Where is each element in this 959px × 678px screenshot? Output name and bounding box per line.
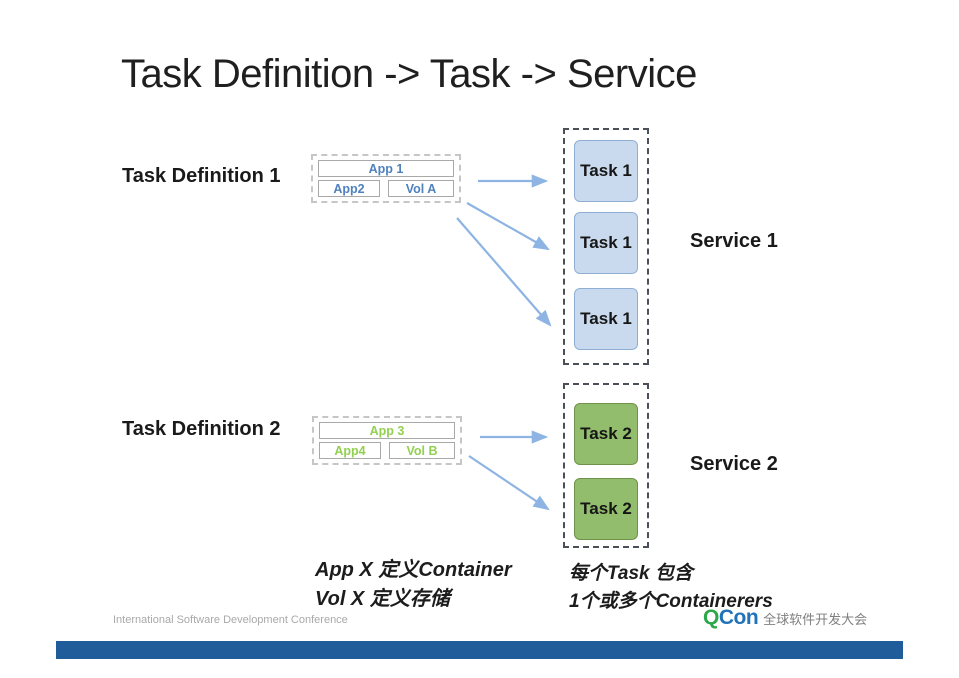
annotation-right-line1: 每个Task 包含 [569, 563, 693, 584]
arrow-def1-task1c [456, 217, 552, 327]
footer-bar [56, 641, 903, 659]
service-1-label: Service 1 [690, 230, 778, 252]
def2-row-bottom: App4 Vol B [319, 442, 455, 459]
annotation-right-line2: 1个或多个Containerers [569, 591, 773, 612]
task-definition-1-box: App 1 App2 Vol A [311, 154, 461, 203]
vol-a-chip: Vol A [388, 180, 454, 197]
task-2-box: Task 2 [574, 403, 638, 465]
task-1-box: Task 1 [574, 288, 638, 350]
task-definition-2-label: Task Definition 2 [122, 418, 281, 440]
app1-chip: App 1 [318, 160, 454, 177]
vol-b-chip: Vol B [389, 442, 455, 459]
app2-chip: App2 [318, 180, 380, 197]
qcon-logo-wordmark: QCon [703, 606, 759, 630]
annotation-left-line1: App X 定义Container [315, 559, 512, 581]
annotation-right: 每个Task 包含 1个或多个Containerers [569, 560, 773, 616]
task-1-box: Task 1 [574, 140, 638, 202]
annotation-left-line2: Vol X 定义存储 [315, 588, 450, 610]
arrow-def1-task1b [466, 202, 550, 251]
def2-row-top: App 3 [319, 422, 455, 439]
task-2-box: Task 2 [574, 478, 638, 540]
qcon-logo-chinese-text: 全球软件开发大会 [763, 612, 868, 627]
task-definition-2-box: App 3 App4 Vol B [312, 416, 462, 465]
app4-chip: App4 [319, 442, 381, 459]
annotation-left: App X 定义Container Vol X 定义存储 [315, 556, 512, 614]
task-definition-1-label: Task Definition 1 [122, 165, 281, 187]
qcon-logo-con: Con [718, 606, 759, 629]
arrow-def2-task2b [468, 455, 550, 511]
qcon-logo: QCon 全球软件开发大会 [703, 606, 867, 630]
conference-name: International Software Development Confe… [113, 614, 348, 626]
service-1-group: Task 1 Task 1 Task 1 [563, 128, 649, 365]
service-2-group: Task 2 Task 2 [563, 383, 649, 548]
slide-title: Task Definition -> Task -> Service [121, 52, 697, 96]
def1-row-bottom: App2 Vol A [318, 180, 454, 197]
service-2-label: Service 2 [690, 453, 778, 475]
app3-chip: App 3 [319, 422, 455, 439]
task-1-box: Task 1 [574, 212, 638, 274]
def1-row-top: App 1 [318, 160, 454, 177]
qcon-logo-q: Q [703, 606, 719, 629]
